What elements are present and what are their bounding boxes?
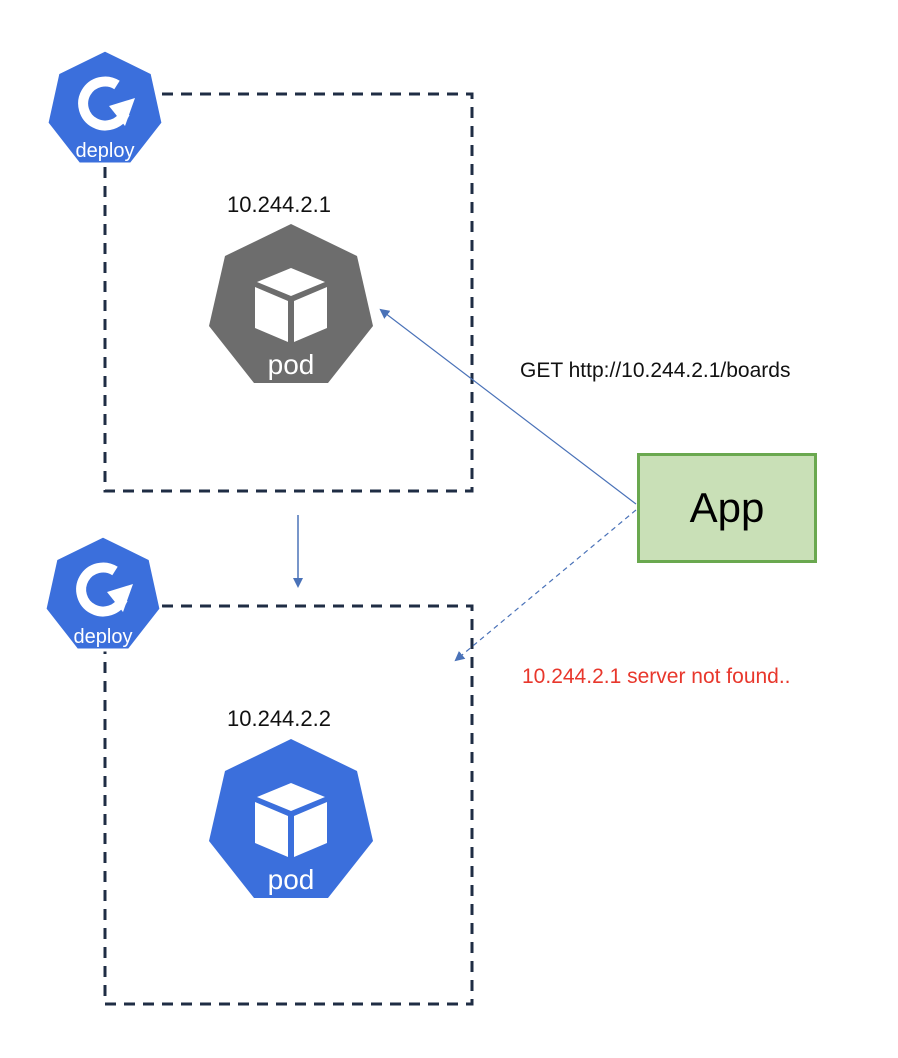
pod-icon-label: pod: [268, 864, 315, 895]
deploy-icon: deploy: [45, 48, 165, 166]
deploy-icon-label: deploy: [74, 626, 133, 648]
pod-icon-old: pod: [209, 224, 373, 383]
pod-icon-new: pod: [209, 739, 373, 898]
deployment-box-2: [103, 604, 474, 1006]
deploy-icon-label: deploy: [76, 140, 135, 162]
request-arrow: [379, 308, 637, 505]
app-label: App: [689, 484, 765, 531]
request-label: GET http://10.244.2.1/boards: [520, 359, 791, 382]
pod-ip-label-old: 10.244.2.1: [227, 192, 331, 217]
pod-ip-label-new: 10.244.2.2: [227, 706, 331, 731]
pod-icon-label: pod: [268, 349, 315, 380]
failed-request-arrow: [454, 509, 637, 662]
app-node: App: [637, 453, 817, 563]
error-label: 10.244.2.1 server not found..: [522, 665, 791, 688]
deploy-icon: deploy: [43, 534, 163, 652]
